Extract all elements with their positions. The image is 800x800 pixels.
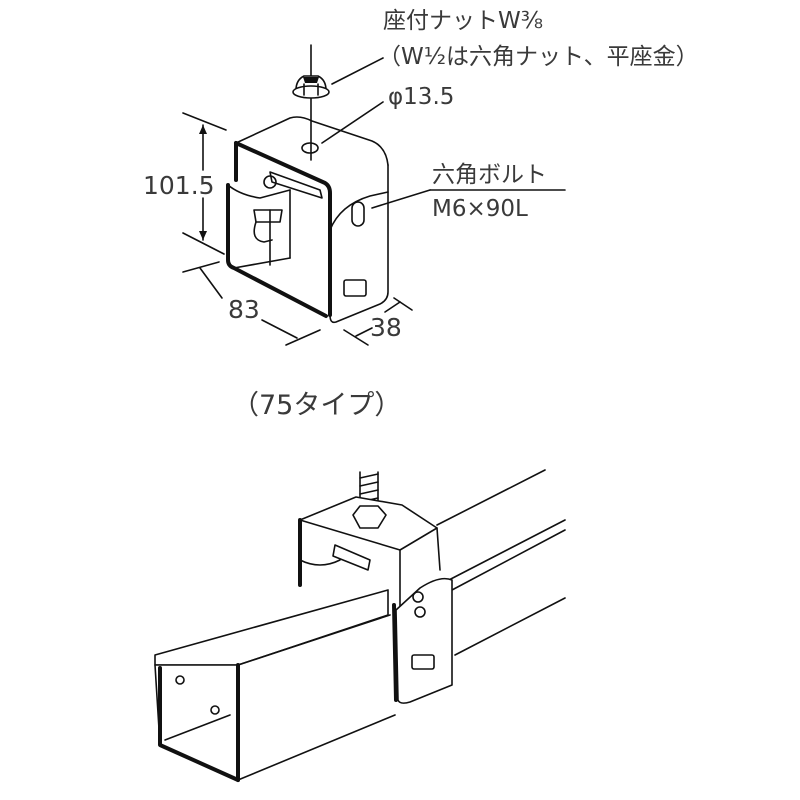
dimension-height: 101.5	[143, 171, 215, 200]
duct-assembly-drawing	[154, 469, 566, 782]
nut-label: 座付ナットW⅜	[383, 8, 544, 34]
bolt-label: 六角ボルト	[432, 162, 547, 188]
figure-caption: （75タイプ）	[232, 390, 402, 421]
hole-diameter-label: φ13.5	[388, 84, 455, 110]
nut-note: （W½は六角ナット、平座金）	[378, 44, 699, 70]
flange-nut-icon	[292, 75, 330, 99]
bracket-drawing	[182, 44, 566, 346]
bolt-size-label: M6×90L	[432, 196, 528, 222]
dimension-depth: 38	[370, 313, 402, 342]
dimension-width: 83	[228, 295, 260, 324]
